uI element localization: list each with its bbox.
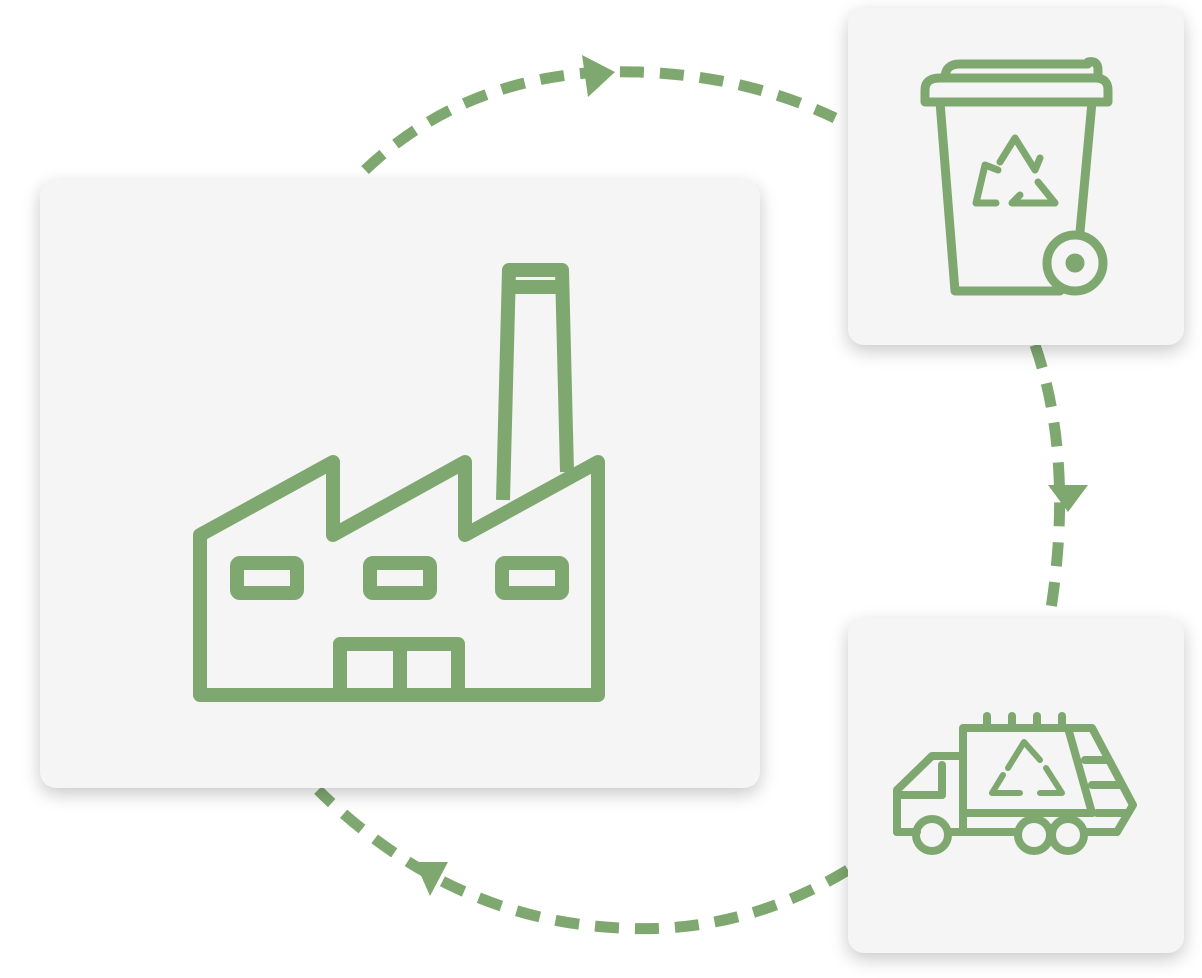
arrowhead-right (582, 55, 615, 97)
arrow-truck-to-factory (314, 786, 851, 935)
arrowhead-up-left (415, 862, 448, 896)
arrow-bin-to-truck (1029, 343, 1066, 616)
arrowhead-down (1048, 485, 1088, 512)
garbage-truck-icon (893, 712, 1137, 855)
recycle-bin-icon (920, 57, 1113, 296)
factory-icon (193, 263, 605, 702)
recycle-symbol-icon (972, 134, 1059, 207)
recycle-symbol-icon (989, 739, 1065, 796)
